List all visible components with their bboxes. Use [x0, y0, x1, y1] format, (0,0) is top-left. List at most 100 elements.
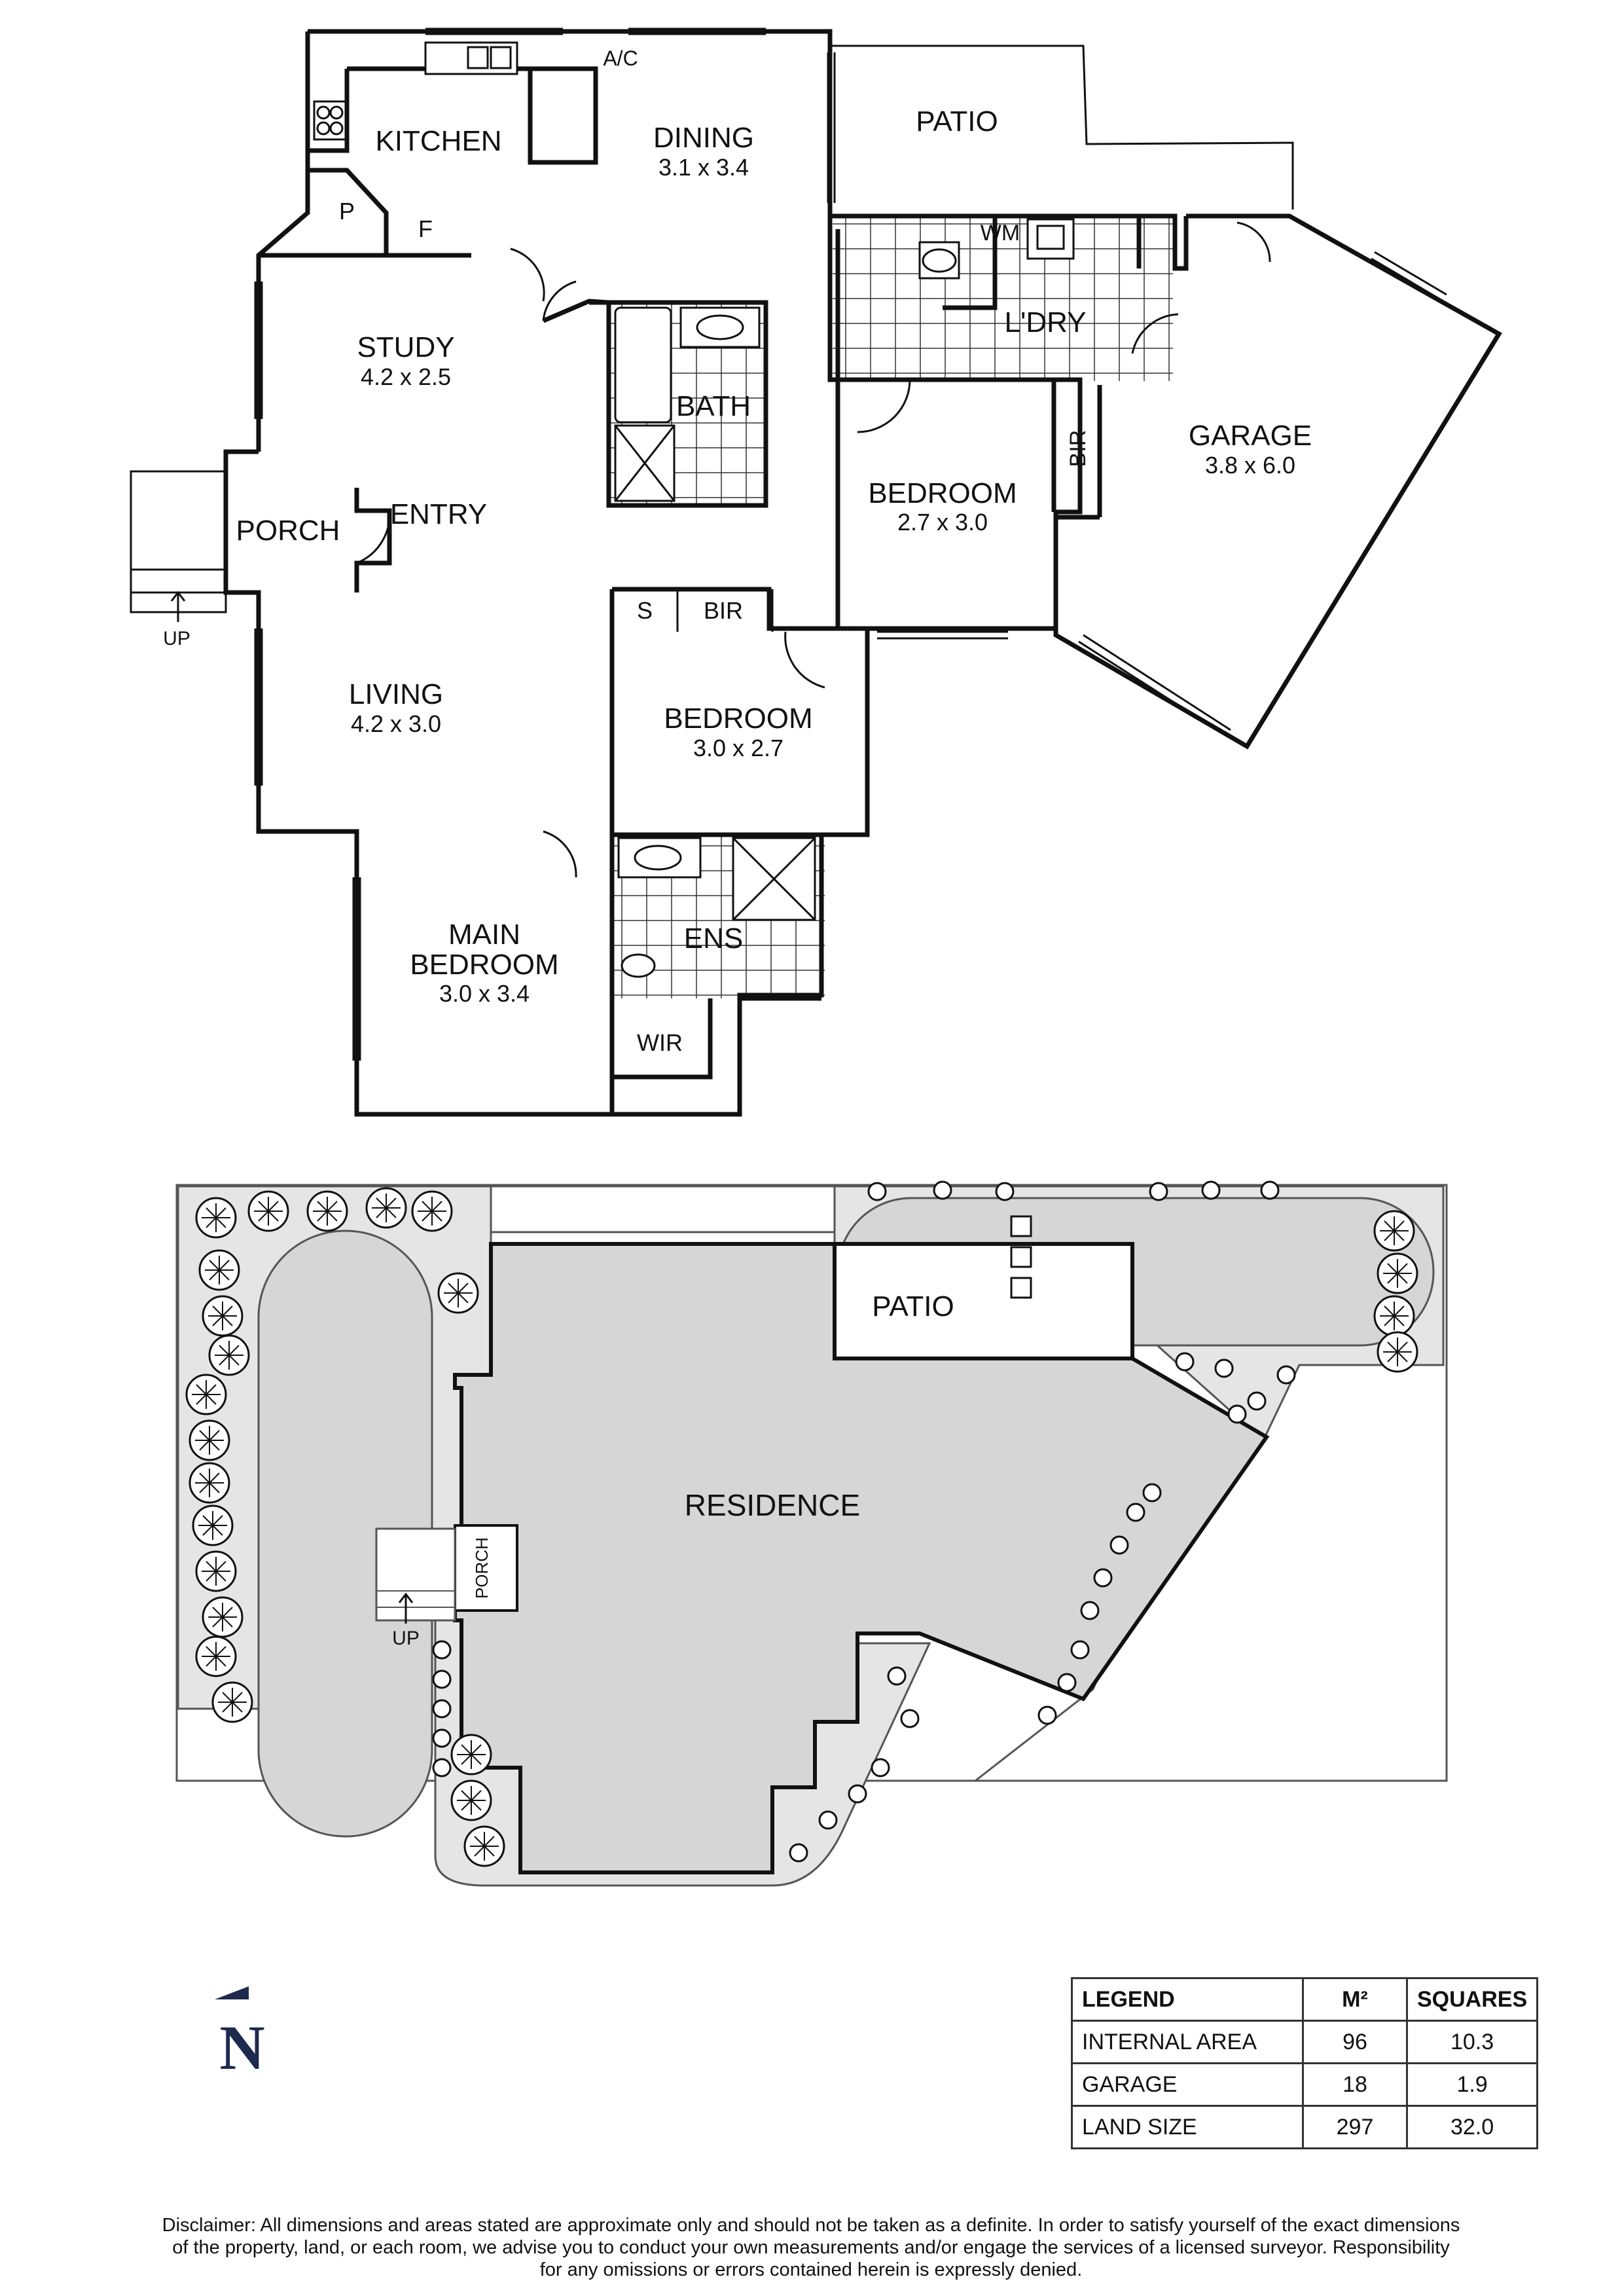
shrub-icon [867, 1182, 887, 1201]
shrub-icon [1201, 1180, 1221, 1200]
shrub-icon [1175, 1352, 1195, 1372]
kitchen-walls [308, 66, 598, 255]
tree-icon [211, 1681, 253, 1723]
porch-step-lines [131, 568, 226, 594]
tree-icon [202, 1596, 243, 1638]
site-step-lines [376, 1590, 455, 1608]
shrub-icon [871, 1758, 890, 1777]
living-label: LIVING [349, 678, 443, 710]
disclaimer: Disclaimer: All dimensions and areas sta… [39, 2214, 1583, 2281]
laundry-label: L'DRY [1005, 306, 1087, 338]
entry-label: ENTRY [390, 498, 487, 530]
shrub-icon [995, 1182, 1015, 1201]
disclaimer-line: of the property, land, or each room, we … [172, 2237, 1450, 2258]
shrub-icon [432, 1669, 452, 1689]
legend-row: INTERNAL AREA 96 10.3 [1071, 2020, 1539, 2064]
tree-icon [1373, 1210, 1415, 1252]
shrub-icon [818, 1810, 838, 1830]
shrub-icon [789, 1843, 808, 1863]
bedroom1-size: 2.7 x 3.0 [897, 509, 988, 536]
shrub-icon [1057, 1673, 1077, 1692]
doors [356, 221, 1271, 878]
shrub-icon [432, 1758, 452, 1777]
main-bedroom-size: 3.0 x 3.4 [439, 980, 530, 1007]
shrub-icon [1260, 1180, 1280, 1200]
porch-steps [130, 470, 227, 613]
kitchen-label: KITCHEN [375, 125, 501, 157]
tree-icon [365, 1187, 407, 1229]
floor-plan: KITCHEN DINING 3.1 x 3.4 PATIO A/C P F W… [130, 27, 1502, 1117]
shrub-icon [1276, 1365, 1296, 1385]
tree-icon [202, 1295, 243, 1337]
up-label: UP [163, 628, 190, 649]
legend-header-row: LEGEND M² SQUARES [1071, 1977, 1539, 2022]
shrub-icon [848, 1784, 867, 1804]
tree-icon [411, 1190, 453, 1232]
shrub-icon [1080, 1601, 1100, 1620]
shrub-icon [1037, 1705, 1057, 1725]
shrub-icon [1070, 1640, 1090, 1660]
tree-icon [463, 1825, 505, 1867]
site-patio [833, 1242, 1134, 1360]
residence-label: RESIDENCE [685, 1488, 860, 1522]
legend-row-squares: 1.9 [1405, 2062, 1539, 2107]
north-arrow-icon [215, 1986, 249, 1999]
site-labels: PATIO RESIDENCE PORCH UP [392, 1290, 954, 1649]
legend-row-m2: 18 [1302, 2062, 1408, 2107]
patio-label: PATIO [916, 105, 998, 137]
bedroom2-label: BEDROOM [664, 702, 812, 735]
tree-icon [1377, 1331, 1418, 1373]
legend-header-squares: SQUARES [1405, 1977, 1539, 2022]
tree-icon [192, 1504, 234, 1546]
s-label: S [637, 597, 653, 624]
bir-label: BIR [704, 597, 743, 624]
shrub-icon [432, 1640, 452, 1660]
site-up-label: UP [392, 1628, 420, 1649]
shrub-icon [1109, 1535, 1129, 1555]
site-porch-label: PORCH [472, 1537, 492, 1599]
main-bedroom-label-1: MAIN [448, 919, 520, 951]
shrub-icon [432, 1699, 452, 1719]
tree-icon [185, 1374, 227, 1415]
legend-row-squares: 32.0 [1405, 2105, 1539, 2149]
tree-icon [306, 1190, 348, 1232]
porch-label: PORCH [236, 515, 340, 547]
pantry-label: P [339, 198, 355, 225]
site-plan: PATIO RESIDENCE PORCH UP [175, 1180, 1448, 1887]
legend-row-label: GARAGE [1071, 2062, 1304, 2107]
disclaimer-line: Disclaimer: All dimensions and areas sta… [162, 2215, 1460, 2236]
driveway-top [490, 1185, 836, 1233]
ac-label: A/C [603, 46, 638, 70]
stepping-stones [1010, 1215, 1032, 1299]
tree-icon [195, 1197, 237, 1239]
fridge-label: F [418, 215, 433, 242]
legend-row-m2: 297 [1302, 2105, 1408, 2149]
tree-icon [450, 1734, 492, 1776]
legend-row: GARAGE 18 1.9 [1071, 2062, 1539, 2107]
shrub-icon [1093, 1568, 1113, 1588]
shrub-icon [1142, 1483, 1162, 1503]
wir-label: WIR [637, 1029, 683, 1056]
site-porch [454, 1524, 518, 1612]
patio-outline [830, 45, 1294, 210]
shrub-icon [933, 1180, 952, 1200]
bir-divider [676, 589, 774, 632]
living-size: 4.2 x 3.0 [351, 710, 441, 737]
disclaimer-line: for any omissions or errors contained he… [539, 2259, 1083, 2280]
ensuite-label: ENS [684, 922, 743, 955]
bedroom2-size: 3.0 x 2.7 [693, 735, 784, 761]
study-label: STUDY [357, 331, 454, 363]
trees [185, 1180, 1418, 1867]
outer-wall [223, 29, 1502, 1117]
shrub-icon [432, 1728, 452, 1748]
tree-icon [189, 1462, 230, 1504]
up-arrow [170, 591, 186, 622]
shrub-icon [1126, 1503, 1145, 1522]
tree-icon [437, 1272, 479, 1314]
tree-icon [195, 1635, 237, 1677]
garage-label: GARAGE [1189, 420, 1312, 452]
legend-row-m2: 96 [1302, 2020, 1408, 2064]
shrub-icon [1247, 1391, 1267, 1411]
legend-row-squares: 10.3 [1405, 2020, 1539, 2064]
